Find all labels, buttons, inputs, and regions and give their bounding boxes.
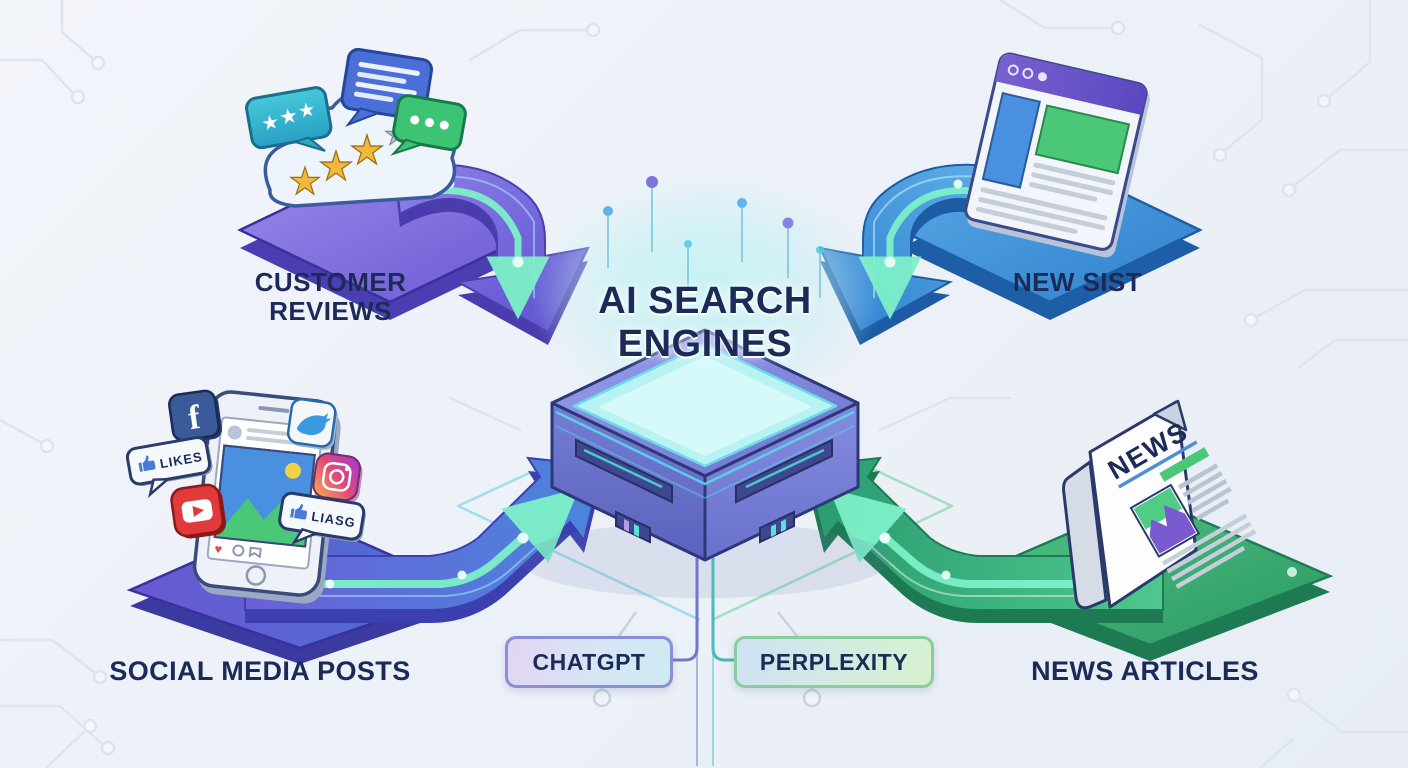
likes-bubble-right: LIASG (278, 491, 366, 545)
server-glow (530, 170, 880, 420)
ai-server (520, 170, 890, 766)
label-news-sites: NEW SIST (1013, 267, 1142, 297)
perplexity-badge: PERPLEXITY (734, 636, 934, 688)
news-articles-illustration: NEWS (804, 399, 1334, 661)
arrow-social-to-center (244, 456, 604, 623)
browser-hero-block (1034, 104, 1131, 175)
twitter-icon (286, 398, 338, 450)
center-title-line1: AI SEARCH (598, 280, 812, 322)
facebook-icon: f (168, 389, 223, 443)
svg-text:LIKES: LIKES (159, 449, 204, 471)
label-social-media-posts: SOCIAL MEDIA POSTS (109, 656, 411, 686)
likes-bubble-left: LIKES (125, 436, 213, 498)
youtube-icon (170, 483, 227, 539)
browser-sidebar-block (981, 92, 1041, 189)
customer-reviews-illustration (237, 47, 590, 345)
review-bubble-stars (245, 86, 333, 152)
social-media-illustration: ♥ f (125, 389, 604, 664)
newspaper: NEWS (1062, 399, 1257, 610)
server-antennas (603, 176, 824, 298)
label-customer-reviews: CUSTOMER REVIEWS (254, 267, 407, 327)
svg-text:LIASG: LIASG (310, 509, 357, 531)
server-face-right (703, 401, 860, 562)
center-title-line2: ENGINES (617, 322, 793, 365)
heart-icon: ♥ (214, 541, 224, 557)
review-bubble-dots (390, 94, 467, 156)
label-news-articles: NEWS ARTICLES (1031, 656, 1259, 686)
center-title: AI SEARCH ENGINES (540, 280, 870, 365)
server-vents (575, 438, 833, 544)
browser-window-dots (1007, 64, 1047, 82)
server-cables (668, 558, 736, 766)
browser-window (964, 52, 1150, 258)
chatgpt-badge: CHATGPT (505, 636, 673, 688)
